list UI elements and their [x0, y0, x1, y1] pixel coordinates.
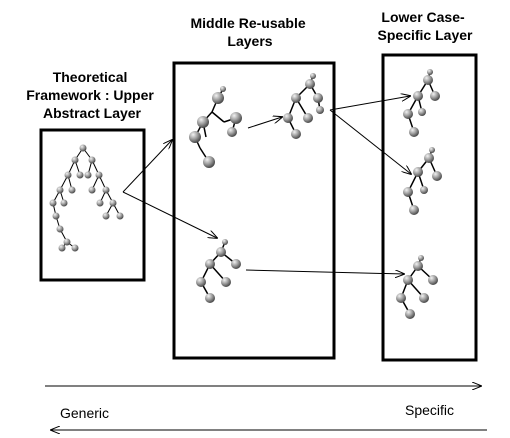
lower-tree-2 — [403, 147, 442, 215]
lower-tree-3 — [396, 255, 438, 319]
generic-label: Generic — [60, 405, 109, 421]
lower-layer-box — [381, 53, 478, 362]
middle-layer-box — [172, 61, 336, 360]
arrow-middle-tree-1-to-tree-2 — [247, 117, 282, 129]
upper-abstract-tree — [49, 144, 124, 252]
arrow-middle-tree-2-to-lower-tree-1 — [329, 96, 410, 111]
middle-tree-1 — [189, 86, 242, 168]
middle-tree-3 — [196, 239, 241, 303]
upper-layer-box — [39, 128, 146, 282]
specific-label: Specific — [405, 402, 454, 418]
arrow-upper-to-middle-tree-1 — [122, 140, 172, 193]
arrow-upper-to-middle-tree-3 — [122, 191, 217, 238]
lower-layer-title: Lower Case- Specific Layer — [378, 9, 473, 43]
arrow-middle-tree-2-to-lower-tree-2 — [329, 109, 411, 174]
lower-tree-1 — [403, 69, 440, 137]
middle-layer-title: Middle Re-usable Layers — [190, 15, 309, 49]
upper-layer-title: Theoretical Framework : Upper Abstract L… — [26, 69, 157, 121]
layer-connectors — [122, 96, 411, 274]
middle-tree-2 — [283, 73, 324, 139]
arrow-middle-tree-3-to-lower-tree-3 — [245, 269, 404, 274]
